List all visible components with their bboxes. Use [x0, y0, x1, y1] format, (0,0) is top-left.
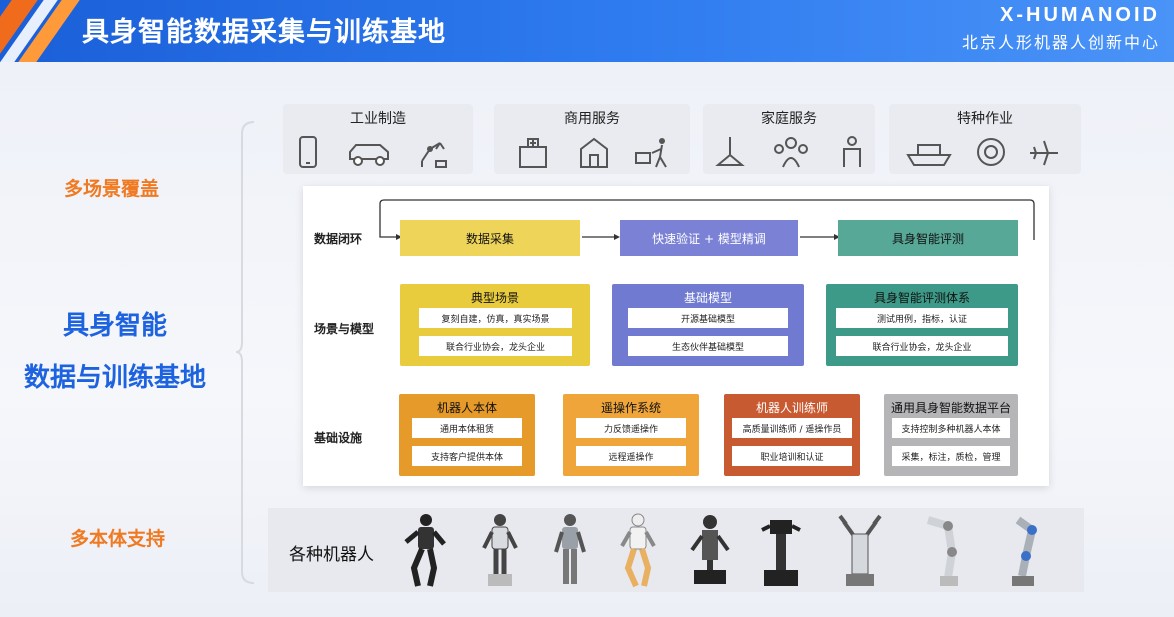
lifebuoy-icon [975, 135, 1007, 169]
group-foundation-model: 基础模型 开源基础模型 生态伙伴基础模型 [612, 284, 804, 366]
humanoid-robot-3-icon [546, 512, 594, 588]
main-label-line2: 数据与训练基地 [0, 352, 230, 404]
group-item: 生态伙伴基础模型 [628, 336, 788, 356]
group-item: 支持客户提供本体 [412, 446, 522, 466]
group-evaluation-system: 具身智能评测体系 测试用例，指标，认证 联合行业协会，龙头企业 [826, 284, 1018, 366]
brand: X-HUMANOID 北京人形机器人创新中心 [962, 4, 1160, 53]
robot-arm-1-icon [918, 512, 966, 588]
row-label-infra: 基础设施 [314, 429, 362, 446]
group-item: 开源基础模型 [628, 308, 788, 328]
group-title: 机器人训练师 [724, 399, 860, 416]
robots-label: 各种机器人 [289, 540, 374, 565]
humanoid-robot-2-icon [476, 512, 524, 588]
group-title: 具身智能评测体系 [826, 289, 1018, 306]
group-item: 高质量训练师 / 遥操作员 [732, 418, 852, 438]
hospital-icon [517, 135, 549, 169]
family-icon [772, 135, 810, 169]
row-label-data-loop: 数据闭环 [314, 230, 362, 247]
elder-icon [836, 135, 868, 169]
header-bar: 具身智能数据采集与训练基地 X-HUMANOID 北京人形机器人创新中心 [0, 0, 1174, 62]
group-title: 遥操作系统 [563, 399, 699, 416]
car-icon [346, 135, 392, 169]
humanoid-robot-1-icon [400, 512, 448, 588]
brace-icon [236, 120, 256, 585]
multi-scene-label: 多场景覆盖 [64, 174, 159, 201]
mobile-manipulator-icon [756, 512, 804, 588]
ceiling-lamp-icon [714, 135, 746, 169]
flow-step-evaluation: 具身智能评测 [838, 220, 1018, 256]
scenario-title: 商用服务 [494, 108, 690, 128]
main-label-line1: 具身智能 [0, 300, 230, 352]
group-item: 远程遥操作 [576, 446, 686, 466]
ship-icon [906, 135, 952, 169]
row-label-scene-model: 场景与模型 [314, 320, 374, 337]
group-title: 典型场景 [400, 289, 590, 306]
group-robot-body: 机器人本体 通用本体租赁 支持客户提供本体 [399, 394, 535, 476]
group-item: 复刻自建，仿真，真实场景 [419, 308, 572, 328]
multi-body-label: 多本体支持 [70, 524, 165, 551]
flow-step-validation: 快速验证 + 模型精调 [620, 220, 798, 256]
group-item: 联合行业协会，龙头企业 [419, 336, 572, 356]
group-title: 通用具身智能数据平台 [884, 399, 1018, 416]
brand-logo: X-HUMANOID [962, 4, 1160, 27]
dual-arm-robot-icon [836, 512, 884, 588]
humanoid-robot-4-icon [614, 512, 662, 588]
group-item: 联合行业协会，龙头企业 [836, 336, 1008, 356]
cart-worker-icon [634, 135, 674, 169]
scenario-title: 家庭服务 [703, 108, 875, 128]
airplane-icon [1028, 135, 1060, 169]
phone-icon [292, 135, 324, 169]
group-item: 通用本体租赁 [412, 418, 522, 438]
flow-step-data-collection: 数据采集 [400, 220, 580, 256]
group-title: 机器人本体 [399, 399, 535, 416]
group-item: 力反馈遥操作 [576, 418, 686, 438]
group-robot-trainer: 机器人训练师 高质量训练师 / 遥操作员 职业培训和认证 [724, 394, 860, 476]
group-data-platform: 通用具身智能数据平台 支持控制多种机器人本体 采集，标注，质检，管理 [884, 394, 1018, 476]
scenario-title: 特种作业 [889, 108, 1081, 128]
group-item: 支持控制多种机器人本体 [892, 418, 1010, 438]
group-typical-scene: 典型场景 复刻自建，仿真，真实场景 联合行业协会，龙头企业 [400, 284, 590, 366]
group-item: 采集，标注，质检，管理 [892, 446, 1010, 466]
group-title: 基础模型 [612, 289, 804, 306]
page-title: 具身智能数据采集与训练基地 [82, 10, 446, 49]
scenario-title: 工业制造 [283, 108, 473, 128]
brand-subtitle: 北京人形机器人创新中心 [962, 29, 1160, 53]
group-item: 职业培训和认证 [732, 446, 852, 466]
robot-arm-2-icon [998, 512, 1046, 588]
wheeled-robot-icon [686, 512, 734, 588]
robot-arm-icon [416, 135, 448, 169]
group-teleop-system: 遥操作系统 力反馈遥操作 远程遥操作 [563, 394, 699, 476]
store-icon [578, 135, 610, 169]
group-item: 测试用例，指标，认证 [836, 308, 1008, 328]
